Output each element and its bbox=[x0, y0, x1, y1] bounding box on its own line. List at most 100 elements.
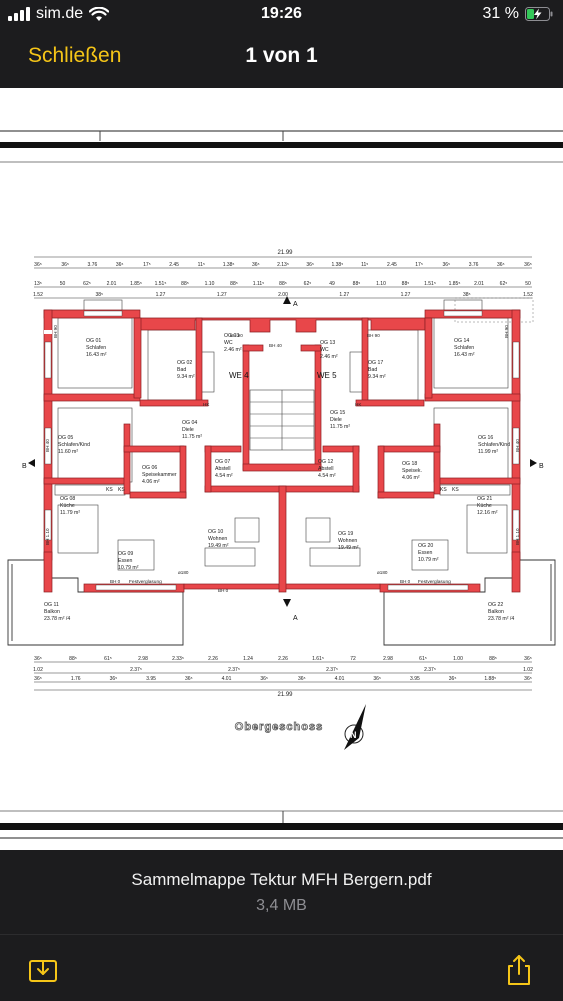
battery-charging-icon bbox=[525, 7, 553, 21]
dimension-label: 1.24 bbox=[243, 656, 253, 662]
section-marker-a-bottom: A bbox=[293, 615, 298, 622]
dimension-label: 1.52 bbox=[523, 292, 533, 298]
dimension-label: 36⁵ bbox=[185, 676, 193, 682]
dimension-label: 11⁵ bbox=[361, 262, 368, 268]
dimension-label: 1.27 bbox=[339, 292, 349, 298]
svg-text:BH 40: BH 40 bbox=[269, 343, 282, 348]
dimension-label: 2.45 bbox=[169, 262, 179, 268]
dimension-label: 50 bbox=[60, 281, 66, 287]
unit-label-we5: WE 5 bbox=[317, 371, 337, 380]
dimension-label: 88⁵ bbox=[181, 281, 189, 287]
dimension-label: 2.00 bbox=[278, 292, 288, 298]
carrier-name: sim.de bbox=[36, 5, 84, 22]
dimension-label: 1.52 bbox=[33, 292, 43, 298]
dimension-label: 36⁵ bbox=[252, 262, 260, 268]
dimension-label: 1.10 bbox=[205, 281, 215, 287]
dimension-label: 88⁵ bbox=[230, 281, 238, 287]
dimension-label: 36⁵ bbox=[260, 676, 268, 682]
dimension-label: 1.02 bbox=[33, 667, 43, 673]
dimension-label: 1.38⁵ bbox=[331, 262, 343, 268]
svg-text:HK: HK bbox=[203, 402, 210, 407]
svg-text:BH 90: BH 90 bbox=[367, 333, 380, 338]
dimension-label: 36⁵ bbox=[116, 262, 124, 268]
wifi-icon bbox=[89, 6, 110, 21]
dimension-label: 3.76 bbox=[469, 262, 479, 268]
battery-percent: 31 % bbox=[482, 5, 519, 22]
document-viewer[interactable]: 21.99 36⁵ 36⁵ 3.76 36⁵ 17⁵ 2.45 11⁵ 1.38⁵ 36⁵ 2.1… bbox=[0, 88, 563, 850]
dimension-label: 38⁵ bbox=[463, 292, 471, 298]
dimension-label: 36⁵ bbox=[298, 676, 306, 682]
dimension-label: 1.11⁵ bbox=[253, 281, 264, 287]
svg-text:HK: HK bbox=[355, 402, 362, 407]
unit-label-we4: WE 4 bbox=[229, 371, 249, 380]
dimension-label: 49 bbox=[329, 281, 335, 287]
dimension-label: 61⁵ bbox=[104, 656, 112, 662]
dimension-label: 2.13⁵ bbox=[277, 262, 289, 268]
dimension-label: 72 bbox=[350, 656, 356, 662]
dimension-label: 2.37⁵ bbox=[424, 667, 436, 673]
bh-labels: BH 90 BH 90 BH 40 BH 90 BH 90 BH 40 BH 4… bbox=[45, 325, 520, 593]
total-width-top: 21.99 bbox=[277, 250, 293, 256]
dimension-label: 1.27 bbox=[156, 292, 166, 298]
dimension-label: 17⁵ bbox=[143, 262, 151, 268]
dimension-label: 4.01 bbox=[222, 676, 232, 682]
dimension-label: 1.38⁵ bbox=[223, 262, 235, 268]
dimension-label: 88⁵ bbox=[402, 281, 410, 287]
dimension-label: 1.00 bbox=[453, 656, 463, 662]
unit-labels: WE 4 WE 5 bbox=[229, 371, 337, 380]
dimension-label: 3.95 bbox=[146, 676, 156, 682]
clock: 19:26 bbox=[261, 5, 302, 22]
dimension-label: 1.51⁵ bbox=[424, 281, 436, 287]
dimension-label: 11⁵ bbox=[198, 262, 205, 268]
section-marker-b-left: B bbox=[22, 463, 27, 470]
dimension-label: 3.76 bbox=[88, 262, 98, 268]
save-to-files-button[interactable] bbox=[26, 953, 60, 987]
svg-text:Festverglasung: Festverglasung bbox=[418, 579, 451, 585]
dimension-lines bbox=[34, 256, 532, 691]
dimension-label: 17⁵ bbox=[415, 262, 423, 268]
svg-text:BH 1.10: BH 1.10 bbox=[515, 528, 520, 545]
dimension-label: 2.98 bbox=[138, 656, 148, 662]
dimension-label: 2.37⁵ bbox=[228, 667, 240, 673]
share-button[interactable] bbox=[502, 953, 536, 987]
file-info-bar: Sammelmappe Tektur MFH Bergern.pdf 3,4 M… bbox=[0, 850, 563, 934]
dimension-label: 1.61⁵ bbox=[312, 656, 324, 662]
dimension-label: 3.95 bbox=[410, 676, 420, 682]
share-icon bbox=[508, 955, 530, 985]
tray-download-icon bbox=[29, 960, 57, 982]
dimension-label: 36⁵ bbox=[34, 676, 42, 682]
dimension-label: 61⁵ bbox=[419, 656, 427, 662]
close-button[interactable]: Schließen bbox=[28, 44, 122, 67]
dimension-label: 36⁵ bbox=[524, 676, 532, 682]
section-marker-b-right: B bbox=[539, 463, 544, 470]
dimension-label: 2.98 bbox=[383, 656, 393, 662]
svg-text:BH 40: BH 40 bbox=[45, 439, 50, 452]
total-width-bottom: 21.99 bbox=[277, 692, 293, 698]
svg-text:BH 0: BH 0 bbox=[400, 579, 411, 584]
svg-text:BH 1.10: BH 1.10 bbox=[45, 528, 50, 545]
svg-text:BH 90: BH 90 bbox=[53, 325, 58, 338]
dimension-label: 88⁵ bbox=[279, 281, 287, 287]
floor-title: Obergeschoss bbox=[235, 721, 323, 733]
svg-text:ø180: ø180 bbox=[377, 570, 388, 575]
dimension-label: 2.01 bbox=[107, 281, 117, 287]
dimension-labels: 21.99 36⁵ 36⁵ 3.76 36⁵ 17⁵ 2.45 11⁵ 1.38⁵ 36⁵ 2.1… bbox=[33, 250, 533, 698]
svg-text:BH 40: BH 40 bbox=[515, 439, 520, 452]
dimension-label: 2.26 bbox=[208, 656, 218, 662]
svg-text:KS: KS bbox=[106, 487, 113, 493]
dimension-label: 36⁵ bbox=[34, 262, 42, 268]
file-name: Sammelmappe Tektur MFH Bergern.pdf bbox=[131, 870, 432, 889]
status-bar: sim.de 19:26 31 % bbox=[0, 0, 563, 30]
dimension-label: 2.26 bbox=[278, 656, 288, 662]
north-arrow-icon: N bbox=[344, 704, 366, 750]
